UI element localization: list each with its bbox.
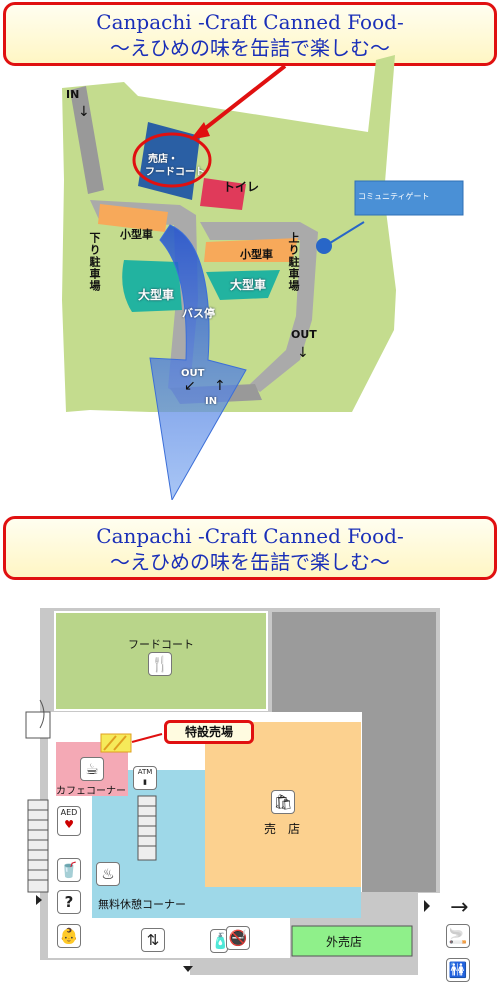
- outside-shop-label: 外売店: [326, 935, 363, 949]
- svg-text:↓: ↓: [297, 345, 309, 361]
- shop-label-line1: 売店・: [148, 154, 178, 165]
- baby-changing-icon: 👶: [57, 924, 81, 948]
- community-gate-dot: [316, 238, 332, 254]
- large-car-label-right: 大型車: [230, 278, 267, 292]
- main-building: [138, 122, 200, 200]
- in-label-top: IN: [66, 88, 80, 101]
- fork-knife-icon: 🍴: [148, 652, 172, 676]
- rest-corner-label: 無料休憩コーナー: [98, 898, 186, 911]
- parking-large-left: [122, 260, 182, 312]
- no-smoking-icon: 🚭: [226, 926, 250, 950]
- community-gate-callout: [354, 180, 464, 216]
- toilet-label: トイレ: [223, 180, 260, 194]
- parking-small-right: [204, 238, 298, 262]
- banner-subtitle: 〜えひめの味を缶詰で楽しむ〜: [110, 36, 390, 60]
- parking-small-left: [98, 204, 168, 232]
- red-arrow: [190, 122, 210, 140]
- atm-label: ATM: [137, 768, 153, 776]
- aed-icon: AED♥: [57, 806, 81, 836]
- parking-down-label: 下り駐車場: [88, 232, 101, 292]
- banner-title: Canpachi -Craft Canned Food-: [96, 10, 404, 34]
- shop-label: 売 店: [264, 822, 301, 836]
- special-sales-label: 特設売場: [164, 720, 254, 744]
- bus-stop-label: バス停: [182, 307, 215, 320]
- title-banner-bottom: Canpachi -Craft Canned Food- 〜えひめの味を缶詰で楽…: [3, 516, 497, 580]
- banner-subtitle: 〜えひめの味を缶詰で楽しむ〜: [110, 550, 390, 574]
- large-car-label-left: 大型車: [138, 288, 175, 302]
- toilet-building: [200, 178, 246, 210]
- coffee-cup-icon: ☕: [80, 757, 104, 781]
- small-car-label-left: 小型車: [120, 228, 153, 241]
- food-court-label: フードコート: [128, 638, 194, 651]
- banner-title: Canpachi -Craft Canned Food-: [96, 524, 404, 548]
- shopping-bag-icon: 🛍: [271, 790, 295, 814]
- aed-label: AED: [60, 808, 78, 817]
- out-label-right: OUT: [291, 328, 317, 341]
- parking-up-label: 上り駐車場: [287, 232, 300, 292]
- access-road: [70, 86, 104, 194]
- out-label-bottom: OUT: [181, 368, 205, 379]
- small-car-label-right: 小型車: [240, 248, 273, 261]
- in-label-bottom: IN: [205, 396, 218, 407]
- site-map: ↓ ↓ ↙ ↑: [62, 55, 464, 500]
- atm-icon: ATM▮: [133, 766, 157, 790]
- shop-label-line2: フードコート: [145, 167, 205, 178]
- svg-text:↑: ↑: [214, 378, 226, 394]
- restroom-icon: 🚻: [446, 958, 470, 982]
- parking-large-right: [206, 270, 280, 300]
- community-gate-label: コミュニティゲート: [358, 192, 430, 201]
- outside-shop-area: [291, 925, 413, 957]
- back-area: [272, 612, 436, 892]
- rest-icon: ♨: [96, 862, 120, 886]
- svg-text:↙: ↙: [184, 378, 196, 394]
- elevator-icon: ⇅: [141, 928, 165, 952]
- shop-highlight-circle: [132, 132, 212, 188]
- rest-corner-area: [92, 770, 361, 918]
- parking-road-right: [200, 222, 318, 392]
- drink-cup-icon: 🥤: [57, 858, 81, 882]
- svg-text:↓: ↓: [78, 104, 90, 120]
- smoking-area-icon: 🚬: [446, 924, 470, 948]
- information-icon: ?: [57, 890, 81, 914]
- title-banner-top: Canpachi -Craft Canned Food- 〜えひめの味を缶詰で楽…: [3, 2, 497, 66]
- arrow-right-icon: →: [450, 895, 469, 920]
- cafe-corner-label: カフェコーナー: [56, 786, 126, 797]
- big-blue-arrow: [149, 224, 247, 500]
